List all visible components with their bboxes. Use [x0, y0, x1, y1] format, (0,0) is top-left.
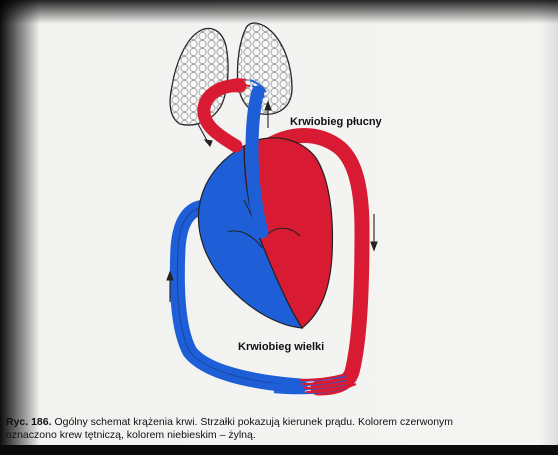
arrow-systemic-up [166, 270, 174, 302]
caption-line-1: Ogólny schemat krążenia krwi. Strzałki p… [54, 416, 454, 428]
figure-caption: Ryc. 186. Ogólny schemat krążenia krwi. … [6, 416, 546, 442]
pulmonary-artery [245, 85, 269, 239]
arrow-pulmonary-down [197, 123, 213, 148]
label-systemic-circulation: Krwiobieg wielki [238, 341, 325, 353]
systemic-artery-loop [254, 128, 370, 396]
heart [197, 137, 334, 329]
arrow-pulmonary-up [264, 100, 272, 128]
right-lung [236, 22, 293, 115]
scan-shadow-top [0, 0, 558, 24]
figure-number: Ryc. 186. [6, 416, 52, 428]
label-pulmonary-circulation: Krwiobieg płucny [290, 116, 382, 128]
arrow-systemic-down [370, 214, 378, 252]
systemic-capillaries [267, 370, 357, 395]
pulmonary-capillaries [221, 78, 267, 107]
caption-line-2: oznaczono krew tętniczą, kolorem niebies… [6, 429, 256, 441]
pulmonary-vein [197, 79, 247, 153]
scan-shadow-bottom [0, 445, 558, 455]
